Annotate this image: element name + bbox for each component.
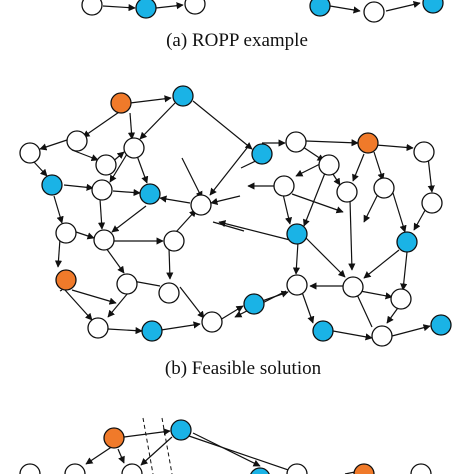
node xyxy=(273,175,295,197)
node xyxy=(93,229,115,251)
node-blue xyxy=(243,293,265,315)
node xyxy=(318,154,340,176)
node xyxy=(286,463,308,474)
caption-b: (b) Feasible solution xyxy=(165,358,322,379)
node xyxy=(55,222,77,244)
node-blue xyxy=(286,223,308,245)
node-blue xyxy=(172,85,194,107)
node xyxy=(66,130,88,152)
caption-a: (a) ROPP example xyxy=(166,30,308,51)
node-blue xyxy=(170,419,192,441)
node xyxy=(91,179,113,201)
node xyxy=(413,141,435,163)
panel-c-graph xyxy=(19,417,432,474)
node-orange xyxy=(353,463,375,474)
node xyxy=(190,194,212,216)
node xyxy=(285,131,307,153)
node xyxy=(421,192,443,214)
node-blue xyxy=(250,467,270,474)
node xyxy=(342,276,364,298)
node-blue xyxy=(312,320,334,342)
node xyxy=(121,463,143,474)
node xyxy=(390,288,412,310)
node-orange xyxy=(357,132,379,154)
panel-b-nodes xyxy=(19,85,452,347)
node-blue xyxy=(251,143,273,165)
node-orange xyxy=(103,427,125,449)
panel-a-graph xyxy=(81,0,444,23)
node xyxy=(123,137,145,159)
node-blue xyxy=(135,0,157,19)
node-blue xyxy=(41,174,63,196)
node-blue xyxy=(422,0,444,14)
node xyxy=(201,311,223,333)
node xyxy=(163,230,185,252)
node xyxy=(371,325,393,347)
panel-b-graph xyxy=(33,93,435,341)
node-orange xyxy=(110,92,132,114)
node xyxy=(336,181,358,203)
node xyxy=(363,1,385,23)
node-orange xyxy=(55,269,77,291)
node xyxy=(19,142,41,164)
node xyxy=(87,317,109,339)
node-blue xyxy=(141,320,163,342)
node xyxy=(81,0,103,16)
node xyxy=(95,154,117,176)
node xyxy=(158,282,180,304)
node-blue xyxy=(139,183,161,205)
node xyxy=(184,0,206,15)
node-blue xyxy=(396,231,418,253)
node xyxy=(286,274,308,296)
node xyxy=(116,273,138,295)
node-blue xyxy=(309,0,331,17)
node-blue xyxy=(430,314,452,336)
node xyxy=(410,463,432,474)
node xyxy=(373,177,395,199)
node xyxy=(64,463,86,474)
node xyxy=(19,463,41,474)
